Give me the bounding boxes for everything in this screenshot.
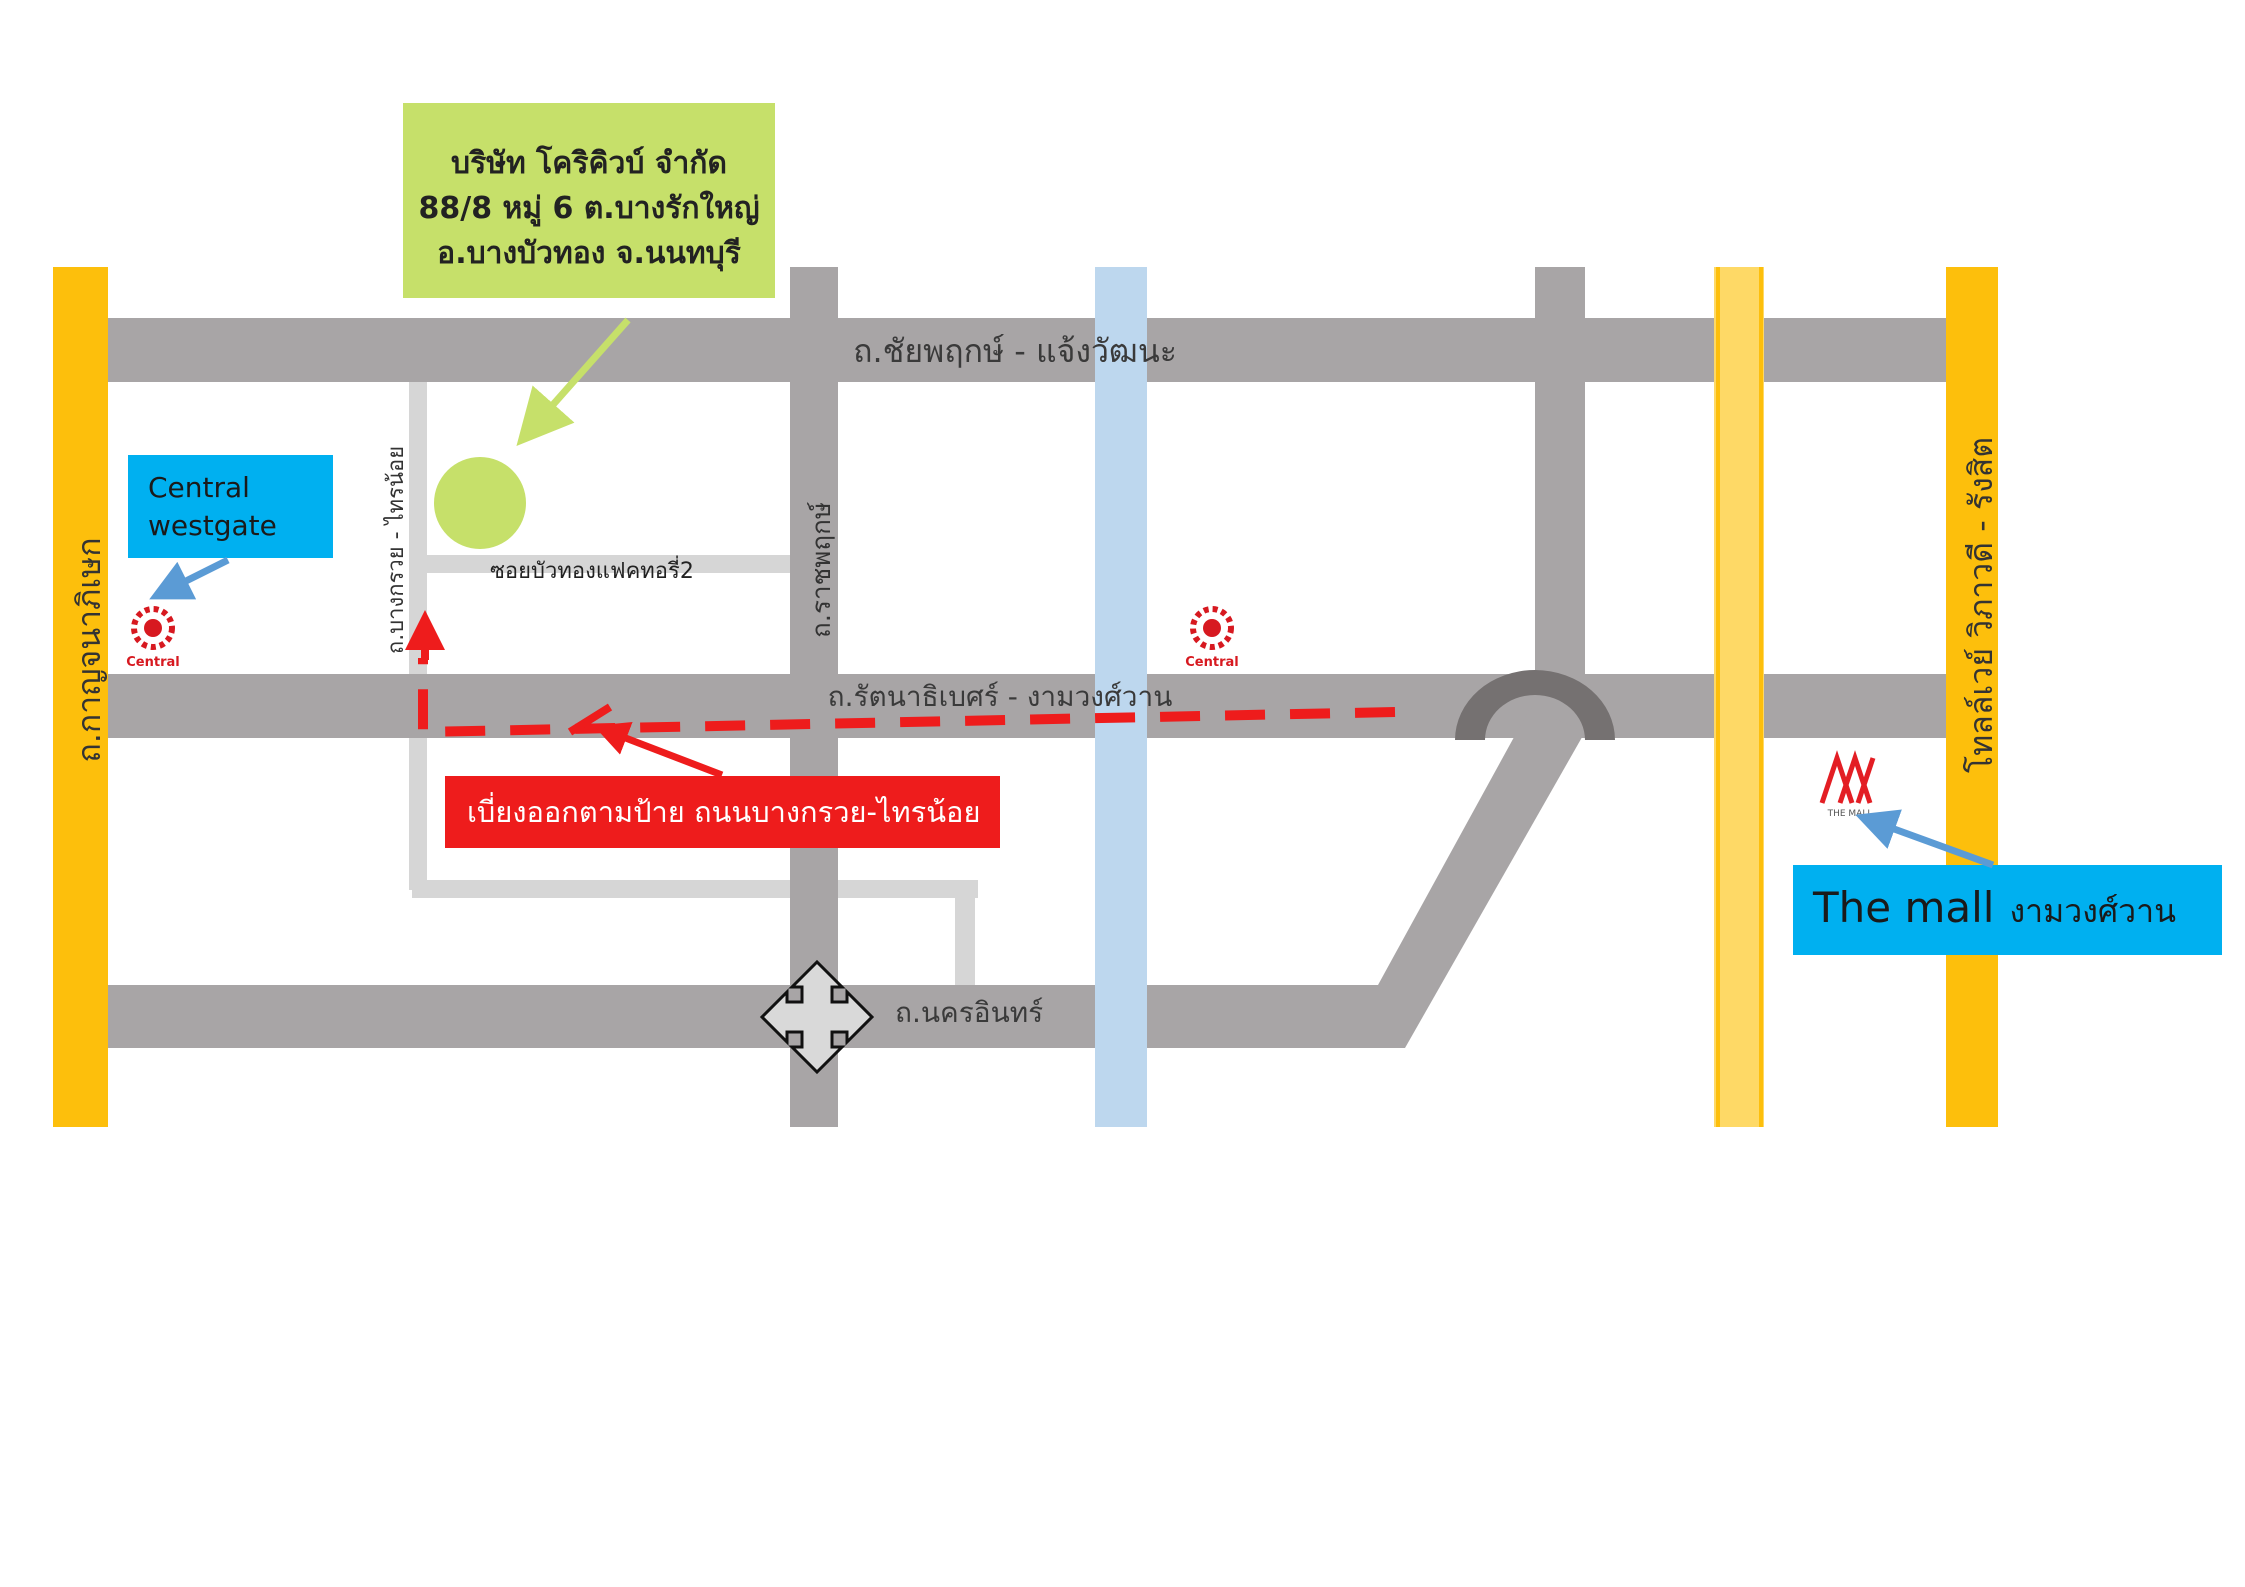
road-label-bangkruai: ถ.บางกรวย - ไทรน้อย [383,446,409,654]
road-diagonal-connector [1378,708,1585,1048]
the-mall-logo: THE MALL [1819,750,1876,819]
exit-note-pointer [593,721,724,779]
lower-local-road-connector [955,880,975,988]
company-pointer-arrow [516,317,631,446]
road-label-nakhon-in: ถ.นครอินทร์ [895,996,1043,1029]
soi-road [420,555,790,573]
highway-vibhavadi [1946,267,1998,1127]
highway-tollway [1714,267,1764,1127]
road-label-vibhavadi: โทลล์เวย์ วิภาวดี - รังสิต [1962,437,2000,773]
the-mall-logo-stroke-3 [1855,757,1876,804]
road-label-soi: ซอยบัวทองแฟคทอรี่2 [490,555,694,584]
road-label-chaiyaphruek: ถ.ชัยพฤกษ์ - แจ้งวัฒนะ [853,332,1177,370]
highway-kanchanaphisek [53,267,108,1127]
canal [1095,267,1147,1127]
intersection-icon [759,959,875,1075]
road-rattanathibet [106,674,1951,738]
route-merge-segment [567,703,613,736]
the-mall-pointer [1855,809,1995,869]
company-address-line1: 88/8 หมู่ 6 ต.บางรักใหญ่ [418,190,759,227]
road-chaiyaphruek [106,318,1951,382]
company-address-line2: อ.บางบัวทอง จ.นนทบุรี [437,236,741,272]
lower-local-road [412,880,978,898]
central-logo-rattanathibet-core [1203,619,1221,637]
central-westgate-label-line2: westgate [148,509,277,542]
the-mall-name: The mall [1812,883,1994,932]
intersection-cross [759,959,875,1075]
central-logo-westgate-mark [131,606,175,650]
central-westgate-box [128,455,333,558]
company-location-marker [434,457,526,549]
central-logo-rattanathibet-text: Central [1185,655,1238,670]
exit-note-text: เบี่ยงออกตามป้าย ถนนบางกรวย-ไทรน้อย [467,792,980,829]
central-logo-westgate: Central [126,606,180,670]
central-logo-westgate-core [144,619,162,637]
company-label-box [403,103,775,298]
interchange-overpass [1455,670,1615,740]
road-nakhon-in [106,985,1400,1048]
the-mall-suffix: งามวงศ์วาน [2010,892,2177,930]
central-westgate-pointer [149,556,230,600]
central-logo-rattanathibet-mark [1190,606,1234,650]
the-mall-logo-text: THE MALL [1827,809,1873,819]
central-westgate-label-line1: Central [148,471,250,504]
road-label-rattanathibet: ถ.รัตนาธิเบศร์ - งามวงศ์วาน [828,680,1173,713]
central-logo-westgate-text: Central [126,655,179,670]
road-label-kanchanaphisek: ถ.กาญจนาภิเษก [70,537,108,762]
the-mall-box [1793,865,2222,955]
company-name: บริษัท โคริคิวบ์ จำกัด [451,144,727,181]
road-label-ratchaphruek: ถ.ราชพฤกษ์ [807,501,837,638]
the-mall-label: The mall งามวงศ์วาน [1812,883,2176,932]
road-right-vertical [1535,267,1585,687]
central-logo-rattanathibet: Central [1185,606,1239,670]
exit-note-box [445,776,1000,848]
